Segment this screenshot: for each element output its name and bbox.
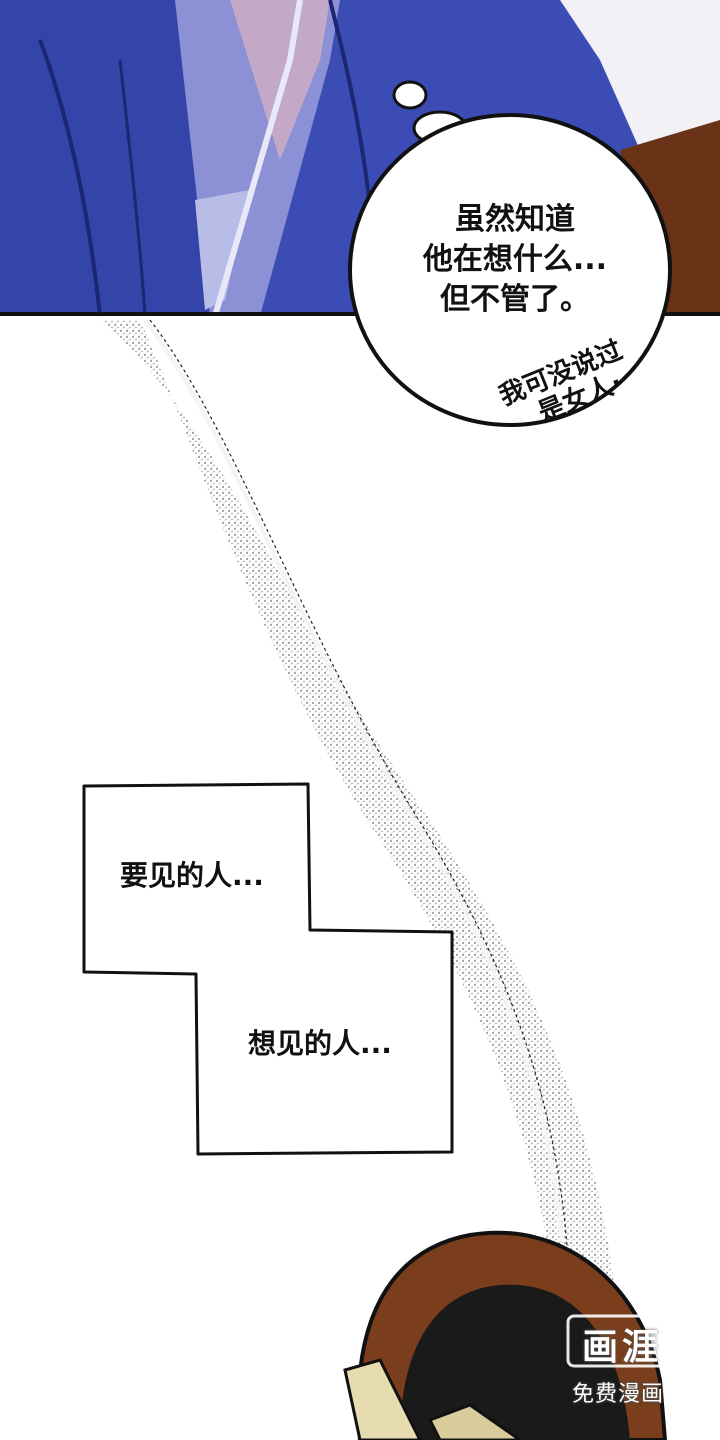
streak-line <box>149 319 571 1301</box>
streak-dots <box>100 320 620 1340</box>
collar-edge <box>212 0 303 317</box>
gold-trim <box>343 1358 422 1440</box>
thought-dot-small <box>392 80 428 110</box>
watermark-logo-text: 画涯 <box>582 1327 663 1368</box>
gold-trim <box>427 1403 523 1440</box>
caption-first: 要见的人... <box>120 859 264 892</box>
robe-crease <box>38 39 102 317</box>
skin-tone <box>230 0 330 160</box>
bubble-shape <box>348 113 672 427</box>
caption-box-outline <box>82 782 454 1156</box>
caption-second: 想见的人... <box>248 1027 392 1060</box>
white-sleeve <box>560 0 720 150</box>
bubble-line: 他在想什么... <box>422 242 608 277</box>
robe-crease <box>118 59 147 317</box>
bubble-line: 虽然知道 <box>455 202 575 237</box>
brown-hair <box>620 120 720 316</box>
bubble-line: 但不管了。 <box>440 282 590 317</box>
hat-shadow <box>400 1284 630 1440</box>
bubble-text: 虽然知道 他在想什么... 但不管了。 <box>390 200 640 320</box>
watermark-tagline: 免费漫画 <box>572 1382 665 1407</box>
speech-bubble <box>348 80 672 427</box>
streak-highlight <box>143 318 567 1301</box>
lining-pattern <box>195 190 250 310</box>
